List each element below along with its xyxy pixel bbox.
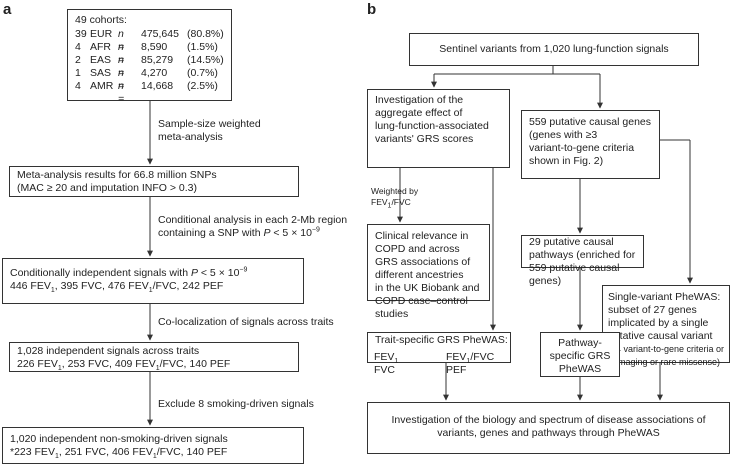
causal-pathways-line: pathways (enriched for <box>529 249 636 261</box>
clinical-relevance-line: in the UK Biobank and <box>375 282 480 294</box>
step-colocalization: Co-localization of signals across traits <box>158 316 334 328</box>
pathway-grs-line: specific GRS <box>549 350 611 362</box>
cohort-ancestry: EAS <box>90 54 112 66</box>
cohort-n-label: n = <box>118 67 125 92</box>
cohort-pct: (14.5%) <box>187 54 224 66</box>
grs-investigation-line: Investigation of the <box>375 94 464 106</box>
cohort-pct: (0.7%) <box>187 67 218 79</box>
clinical-relevance-line: Clinical relevance in <box>375 230 469 242</box>
single-variant-line: Single-variant PheWAS: <box>608 291 721 303</box>
clinical-relevance-line: different ancestries <box>375 269 464 281</box>
cohort-ancestry: AMR <box>90 80 114 92</box>
cohorts-title: 49 cohorts: <box>75 14 127 26</box>
causal-genes-line: (genes with ≥3 <box>529 129 598 141</box>
cohort-count: 1 <box>75 67 81 79</box>
cohort-pct: (80.8%) <box>187 28 224 40</box>
panel-a-label: a <box>3 1 12 18</box>
cohort-count: 4 <box>75 80 81 92</box>
cohort-ancestry: SAS <box>90 67 112 79</box>
single-variant-line: damaging or rare missense) <box>608 357 721 367</box>
final-signals-box: 1,020 independent non-smoking-driven sig… <box>2 427 304 464</box>
trait-fev1fvc: FEV1/FVC <box>446 351 495 366</box>
grs-investigation-line: aggregate effect of <box>375 107 463 119</box>
single-variant-line: implicated by a single <box>608 317 709 329</box>
single-variant-phewas-box: Single-variant PheWAS:subset of 27 genes… <box>602 285 730 367</box>
causal-genes-line: variant-to-gene criteria <box>529 142 635 154</box>
cohort-ancestry: AFR <box>90 41 111 53</box>
cohort-n: 14,668 <box>141 80 174 92</box>
cohort-n: 8,590 <box>141 41 168 53</box>
causal-genes-line: 559 putative causal genes <box>529 116 652 128</box>
conditional-signals-box: Conditionally independent signals with P… <box>2 258 304 304</box>
cohort-ancestry: EUR <box>90 28 113 40</box>
step-conditional: Conditional analysis in each 2-Mb region… <box>158 214 348 239</box>
sentinel-box: Sentinel variants from 1,020 lung-functi… <box>409 33 699 66</box>
trait-fev1: FEV1 <box>374 351 399 366</box>
cohort-n-label: n = <box>118 54 125 79</box>
cohort-pct: (2.5%) <box>187 80 218 92</box>
pathway-grs-line: Pathway- <box>558 337 602 349</box>
grs-investigation-line: variants' GRS scores <box>375 133 474 145</box>
trait-title: Trait-specific GRS PheWAS: <box>375 334 508 346</box>
clinical-relevance-line: studies <box>375 308 409 320</box>
biology-line: variants, genes and pathways through Phe… <box>437 427 660 439</box>
grs-investigation-line: lung-function-associated <box>375 120 489 132</box>
cohort-n-label: n = <box>118 28 125 53</box>
cohort-count: 2 <box>75 54 81 66</box>
single-variant-line: subset of 27 genes <box>608 304 697 316</box>
cohort-n-label: n = <box>118 41 125 66</box>
single-variant-line: (≥4 variant-to-gene criteria or <box>608 344 724 354</box>
biology-investigation-box: Investigation of the biology and spectru… <box>367 402 730 454</box>
causal-pathways-line: 29 putative causal <box>529 236 614 248</box>
clinical-relevance-line: GRS associations of <box>375 256 471 268</box>
cohort-count: 39 <box>75 28 87 40</box>
meta-results-box: Meta-analysis results for 66.8 million S… <box>9 166 299 197</box>
cohort-n: 4,270 <box>141 67 168 79</box>
weighted-by-label: Weighted by FEV1/FVC <box>371 186 419 210</box>
cohort-n-label: n = <box>118 80 125 105</box>
step-exclude-smoking: Exclude 8 smoking-driven signals <box>158 398 314 410</box>
clinical-relevance-line: COPD and across <box>375 243 460 255</box>
causal-pathways-line: 559 putative causal genes) <box>529 262 620 287</box>
panel-b-label: b <box>367 1 377 18</box>
causal-genes-line: shown in Fig. 2) <box>529 155 604 167</box>
cohort-pct: (1.5%) <box>187 41 218 53</box>
clinical-relevance-line: COPD case–control <box>375 295 468 307</box>
trait-fvc: FVC <box>374 364 395 376</box>
cohort-n: 475,645 <box>141 28 179 40</box>
cohort-count: 4 <box>75 41 81 53</box>
pathway-grs-line: PheWAS <box>558 363 602 375</box>
cohort-n: 85,279 <box>141 54 174 66</box>
biology-line: Investigation of the biology and spectru… <box>391 414 706 426</box>
independent-signals-box: 1,028 independent signals across traits … <box>9 342 299 372</box>
trait-pef: PEF <box>446 364 467 376</box>
single-variant-line: putative causal variant <box>608 330 713 342</box>
trait-specific-phewas-box: Trait-specific GRS PheWAS: <box>367 332 511 363</box>
